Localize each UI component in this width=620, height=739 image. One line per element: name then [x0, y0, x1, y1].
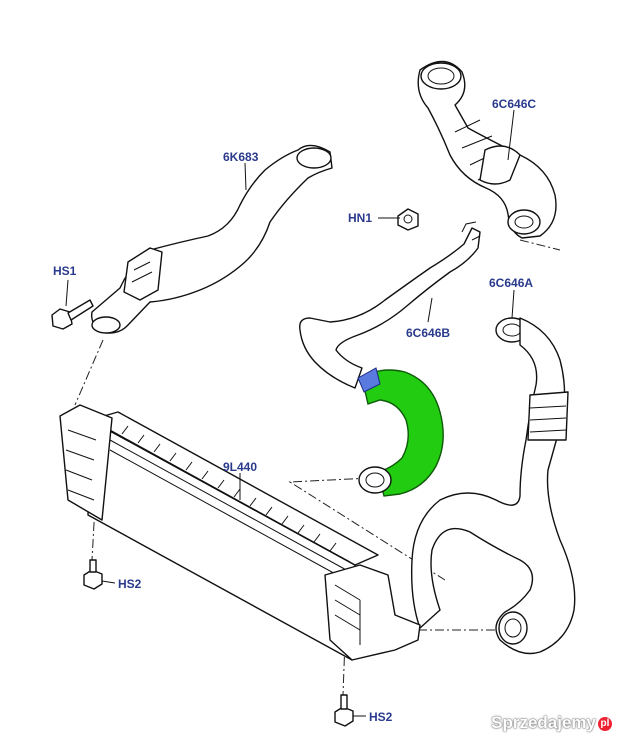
label-hs1: HS1	[53, 264, 77, 278]
label-6c646c: 6C646C	[492, 97, 537, 111]
bolt-hs1	[51, 299, 94, 330]
label-6c646b: 6C646B	[406, 326, 451, 340]
label-6k683: 6K683	[223, 150, 259, 164]
label-6c646a: 6C646A	[489, 276, 534, 290]
hose-6c646c	[417, 60, 557, 239]
duct-6k683	[90, 144, 333, 334]
hose-6c646a	[411, 317, 576, 655]
label-hs2-upper: HS2	[118, 577, 142, 591]
label-hn1: HN1	[348, 211, 373, 225]
pipe-6c646b	[299, 221, 481, 389]
bolt-hs2-upper	[83, 559, 103, 590]
nut-hn1	[397, 208, 419, 231]
label-9l440: 9L440	[223, 460, 258, 474]
intercooler-9l440	[59, 404, 421, 661]
assembly-lines	[74, 239, 561, 696]
highlighted-hose	[357, 367, 444, 497]
leader-lines	[65, 109, 515, 717]
label-hs2-lower: HS2	[369, 710, 393, 724]
bolt-hs2-lower	[334, 694, 354, 727]
watermark-suffix: pl	[598, 716, 612, 731]
watermark-text: Sprzedajemy	[491, 713, 596, 732]
